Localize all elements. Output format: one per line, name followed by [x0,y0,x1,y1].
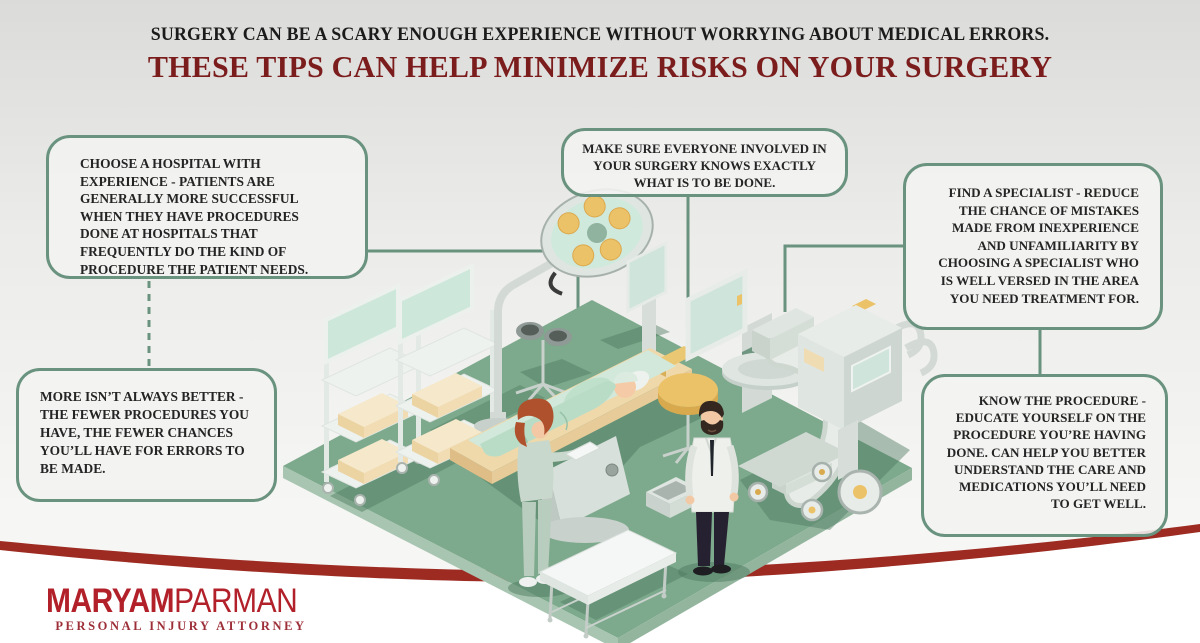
logo-name-bold: MARYAM [46,582,175,620]
tip-text: FIND A SPECIALIST - REDUCE THE CHANCE OF… [938,185,1139,306]
nurse [514,398,602,587]
logo-name-light: PARMAN [174,582,298,620]
page-title: THESE TIPS CAN HELP MINIMIZE RISKS ON YO… [147,49,1053,84]
tip-know-procedure: KNOW THE PROCEDURE - EDUCATE YOURSELF ON… [921,374,1168,537]
tip-text: KNOW THE PROCEDURE - EDUCATE YOURSELF ON… [946,393,1146,512]
connector-tip3 [783,244,903,312]
step-bench [538,529,678,639]
red-ribbon [0,524,1200,583]
tip-choose-hospital: CHOOSE A HOSPITAL WITH EXPERIENCE - PATI… [46,135,368,279]
surgical-lamp [474,188,654,434]
tip-fewer-procedures: MORE ISN’T ALWAYS BETTER - THE FEWER PRO… [16,368,277,502]
instrument-stand [515,322,572,402]
tip-text: MAKE SURE EVERYONE INVOLVED IN YOUR SURG… [582,141,827,190]
tip-text: MORE ISN’T ALWAYS BETTER - THE FEWER PRO… [40,389,249,476]
equipment-cart [798,299,938,522]
logo: MARYAMPARMAN PERSONAL INJURY ATTORNEY [46,584,316,634]
logo-name: MARYAMPARMAN [46,582,298,620]
header: SURGERY CAN BE A SCARY ENOUGH EXPERIENCE… [0,24,1200,85]
monitor-shelf-cart-2 [394,262,500,486]
header-subtitle: SURGERY CAN BE A SCARY ENOUGH EXPERIENCE… [150,24,1050,45]
tip-text: CHOOSE A HOSPITAL WITH EXPERIENCE - PATI… [80,156,309,277]
tip-communicate-plan: MAKE SURE EVERYONE INVOLVED IN YOUR SURG… [561,128,848,197]
tip-find-specialist: FIND A SPECIALIST - REDUCE THE CHANCE OF… [903,163,1163,330]
doctor [685,400,739,576]
logo-tagline: PERSONAL INJURY ATTORNEY [55,619,307,633]
